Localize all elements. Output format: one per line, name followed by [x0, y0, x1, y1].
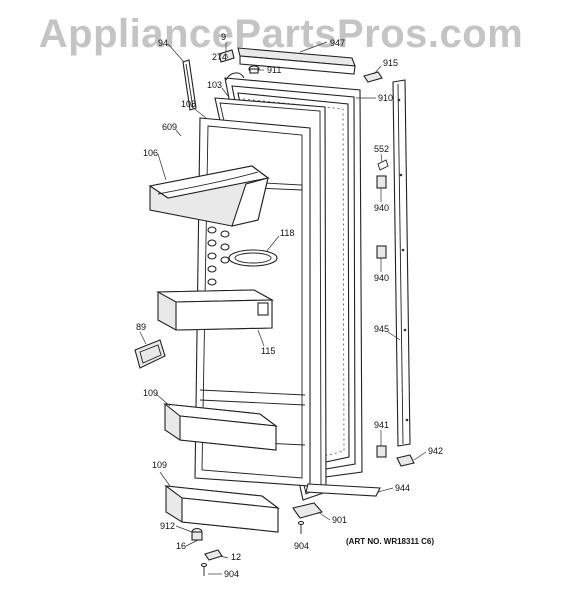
side-rail [392, 79, 411, 447]
watermark: AppliancePartsPros.com [38, 12, 524, 56]
label-901: 901 [332, 515, 347, 525]
label-115: 115 [261, 346, 275, 356]
bracket [292, 502, 324, 519]
pad [363, 71, 383, 83]
label-915: 915 [383, 58, 398, 68]
label-274: 274 [212, 52, 227, 62]
label-109-middle: 109 [143, 388, 158, 398]
small-cover [134, 339, 166, 369]
label-109-lower: 109 [152, 460, 167, 470]
label-911: 911 [267, 65, 281, 75]
label-609: 609 [162, 122, 177, 132]
label-552: 552 [374, 144, 389, 154]
hinge-parts [218, 49, 260, 81]
label-910: 910 [378, 93, 393, 103]
label-16: 16 [176, 541, 186, 551]
part-labels: 94 9 947 274 911 915 103 910 108 609 552… [136, 32, 443, 579]
art-number: (ART NO. WR18311 C6) [346, 537, 434, 546]
label-108: 108 [181, 99, 196, 109]
label-106: 106 [143, 148, 158, 158]
shelf-supports [207, 226, 230, 286]
bottom-strip [305, 483, 381, 497]
trim-strip-left [182, 59, 197, 111]
label-118: 118 [280, 228, 294, 238]
handle-insert [228, 249, 278, 267]
label-940-upper: 940 [374, 203, 389, 213]
bottom-hardware [376, 445, 415, 467]
label-9: 9 [221, 32, 226, 42]
label-904-lower: 904 [224, 569, 239, 579]
lower-hinge-parts [191, 527, 223, 561]
clips [376, 159, 389, 259]
leader-lines [139, 41, 427, 575]
label-947: 947 [330, 38, 345, 48]
dairy-compartment [148, 165, 270, 227]
label-942: 942 [428, 446, 443, 456]
label-940-lower: 940 [374, 273, 389, 283]
top-cap [237, 47, 356, 75]
label-89: 89 [136, 322, 146, 332]
label-103: 103 [207, 80, 222, 90]
label-944: 944 [395, 483, 410, 493]
label-94: 94 [158, 38, 168, 48]
label-904-upper: 904 [294, 541, 309, 551]
door-bin-middle [163, 403, 278, 451]
door-bin-lower [164, 485, 280, 533]
screws [200, 520, 305, 576]
label-912: 912 [160, 521, 175, 531]
door-bin-upper [155, 289, 275, 331]
label-941: 941 [374, 420, 389, 430]
label-945: 945 [374, 324, 389, 334]
label-12: 12 [231, 552, 241, 562]
